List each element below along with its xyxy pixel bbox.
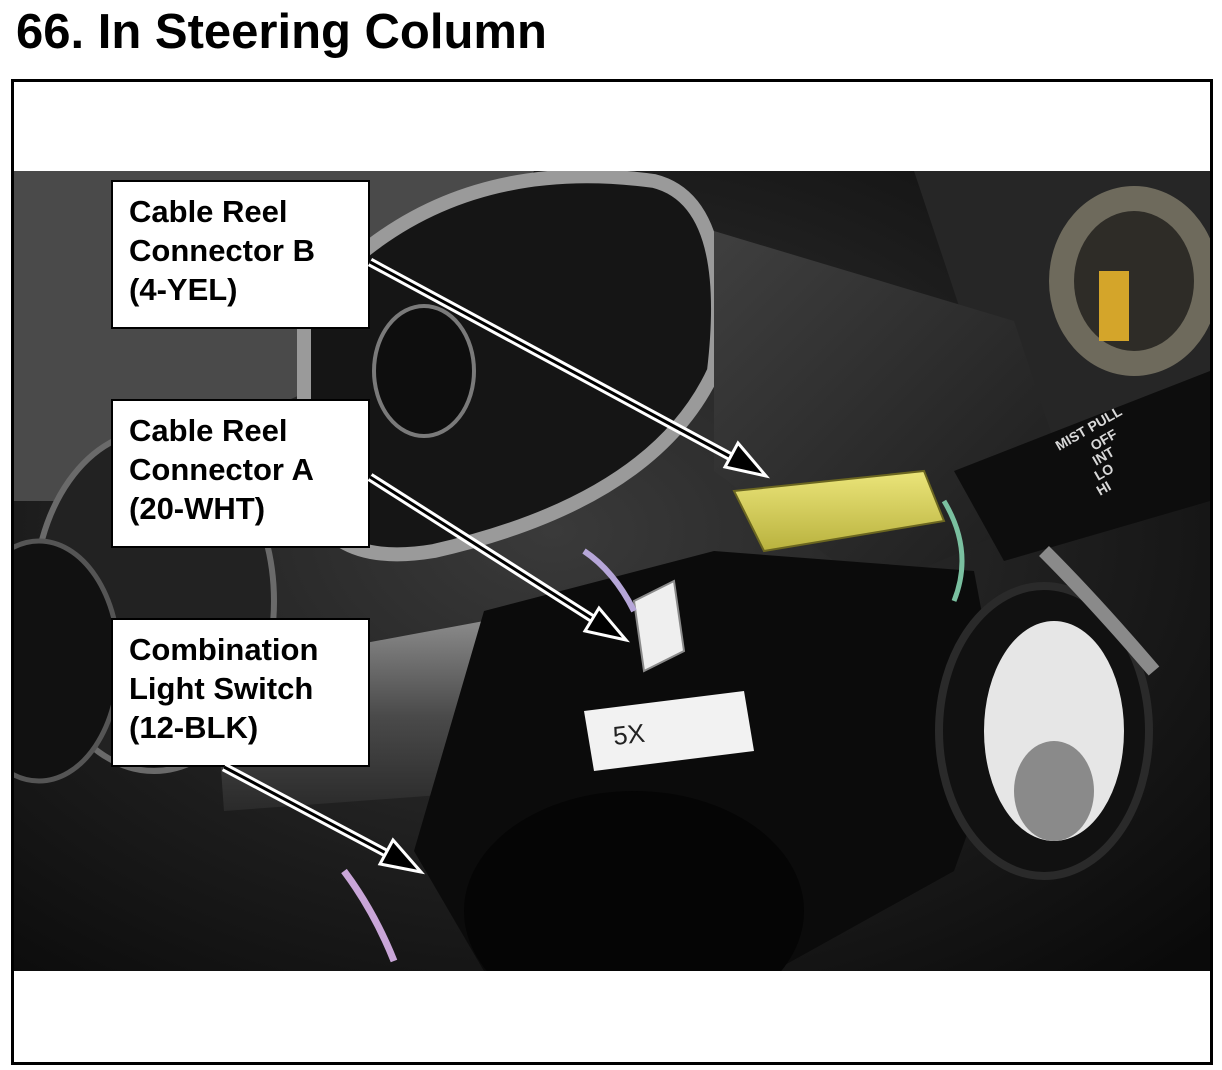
callout-line: Combination — [129, 632, 319, 667]
cable-reel-connector-b — [732, 469, 946, 553]
callout-line: Connector B — [129, 233, 315, 268]
part-label-sticker — [584, 691, 754, 771]
callout-line: Connector A — [129, 452, 314, 487]
callout-cable-reel-connector-a: Cable Reel Connector A (20-WHT) — [111, 399, 370, 548]
page-title: 66. In Steering Column — [16, 5, 547, 59]
callout-cable-reel-connector-b: Cable Reel Connector B (4-YEL) — [111, 180, 370, 329]
part-label-text: 5X — [611, 718, 646, 751]
figure-frame: MIST PULL OFF INT LO HI 5X — [11, 79, 1213, 1065]
wiring-harness-c — [341, 868, 398, 963]
steering-spline — [1014, 741, 1094, 841]
harness-tape — [1039, 546, 1160, 676]
steering-column-photo: MIST PULL OFF INT LO HI 5X — [14, 171, 1210, 971]
callout-line: (20-WHT) — [129, 491, 266, 526]
callout-line: (4-YEL) — [129, 272, 238, 307]
wiper-hi-text: HI — [1094, 478, 1114, 499]
callout-line: Cable Reel — [129, 413, 288, 448]
callout-line: Light Switch — [129, 671, 314, 706]
callout-line: (12-BLK) — [129, 710, 259, 745]
cable-reel-connector-a — [632, 579, 686, 673]
warning-sticker — [1099, 271, 1129, 341]
wiper-switch-stalk — [954, 371, 1210, 561]
callout-line: Cable Reel — [129, 194, 288, 229]
callout-combination-light-switch: Combination Light Switch (12-BLK) — [111, 618, 370, 767]
wiring-harness-b — [941, 499, 965, 602]
